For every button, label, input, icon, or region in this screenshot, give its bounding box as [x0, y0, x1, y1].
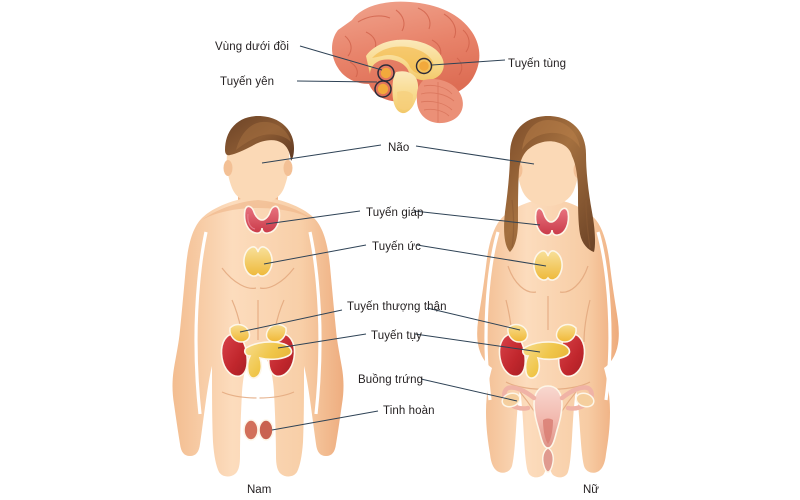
label-ovary: Buồng trứng: [358, 374, 424, 386]
female-left-adrenal: [507, 323, 529, 343]
label-thyroid: Tuyến giáp: [366, 207, 424, 219]
brain-illustration: [332, 1, 480, 124]
pituitary-marker-circle: [374, 80, 392, 98]
right-fallopian-tube: [559, 385, 594, 411]
male-right-testis: [258, 419, 274, 441]
label-pancreas: Tuyến tụy: [371, 330, 422, 342]
female-figure: [477, 116, 619, 478]
male-pancreas: [243, 341, 293, 379]
male-thyroid-highlight: [247, 213, 256, 230]
leader-thyroid-male: [265, 210, 361, 225]
female-left-kidney: [498, 333, 527, 378]
leader-pancreas-female: [414, 333, 541, 353]
female-thymus: [533, 249, 563, 281]
male-left-testis: [243, 419, 259, 441]
label-brain: Não: [388, 142, 410, 154]
male-shoulder-shading: [202, 200, 314, 220]
label-thymus: Tuyến ức: [372, 241, 421, 253]
female-thymus-shape: [533, 249, 563, 281]
pineal-gland: [419, 61, 429, 71]
label-adrenal: Tuyến thượng thận: [347, 301, 447, 313]
caption-male: Nam: [247, 484, 272, 496]
male-right-arm-gap: [308, 231, 322, 415]
leader-adrenal-male: [239, 309, 343, 333]
leader-testis: [271, 410, 379, 431]
female-hair-strand-right: [585, 199, 591, 249]
leader-pancreas-male: [277, 333, 367, 349]
label-pineal: Tuyến tùng: [508, 58, 567, 70]
male-thymus-shape: [243, 245, 273, 277]
leader-hypothalamus: [299, 45, 383, 71]
vagina: [542, 447, 554, 473]
right-ovary: [575, 392, 595, 408]
male-figure: [172, 116, 344, 477]
brain-pons: [397, 91, 413, 110]
female-hair-strand-left: [511, 199, 515, 249]
leader-thyroid-female: [413, 210, 541, 226]
male-testes: [243, 419, 274, 441]
uterine-cavity: [543, 418, 553, 444]
leader-brain-female: [415, 145, 535, 165]
female-right-arm-gap: [596, 231, 612, 401]
leader-brain-male: [261, 144, 382, 164]
caption-female: Nữ: [583, 484, 600, 496]
cerebellum-folia: [420, 82, 455, 122]
male-abdominal-organs: [220, 323, 296, 379]
male-thyroid-shape: [243, 205, 281, 234]
leader-lines: [239, 45, 547, 431]
male-thymus: [243, 245, 273, 277]
brain-thalamus: [372, 46, 434, 74]
male-left-kidney: [220, 333, 249, 378]
female-hair: [504, 116, 596, 252]
pineal-marker-circle: [415, 57, 433, 75]
label-hypothalamus: Vùng dưới đồi: [215, 41, 290, 53]
female-left-arm-gap: [484, 231, 500, 401]
male-thyroid: [243, 205, 281, 234]
leader-adrenal-female: [426, 307, 521, 331]
leader-ovary: [420, 378, 518, 402]
hypothalamus-gland: [380, 67, 392, 79]
left-fallopian-tube: [502, 385, 537, 411]
uterus: [533, 385, 563, 449]
female-thyroid-shape: [534, 207, 570, 236]
female-thyroid: [534, 207, 570, 236]
male-hair-highlight: [236, 121, 291, 150]
label-pituitary: Tuyến yên: [220, 76, 275, 88]
leader-pituitary: [296, 80, 378, 83]
leader-pineal: [431, 59, 506, 66]
female-body-contours: [505, 265, 591, 431]
female-right-adrenal: [555, 323, 577, 343]
male-left-arm-gap: [194, 231, 208, 415]
brain-cerebellum: [416, 78, 463, 124]
female-hair-highlight: [522, 120, 580, 150]
male-right-ear: [283, 160, 293, 176]
label-testis: Tinh hoàn: [383, 405, 435, 417]
leader-thymus-female: [416, 244, 547, 267]
leader-thymus-male: [263, 244, 367, 265]
pituitary-gland: [377, 83, 389, 95]
male-left-ear: [223, 160, 233, 176]
male-left-adrenal: [229, 323, 251, 343]
female-reproductive-organs: [501, 385, 595, 473]
